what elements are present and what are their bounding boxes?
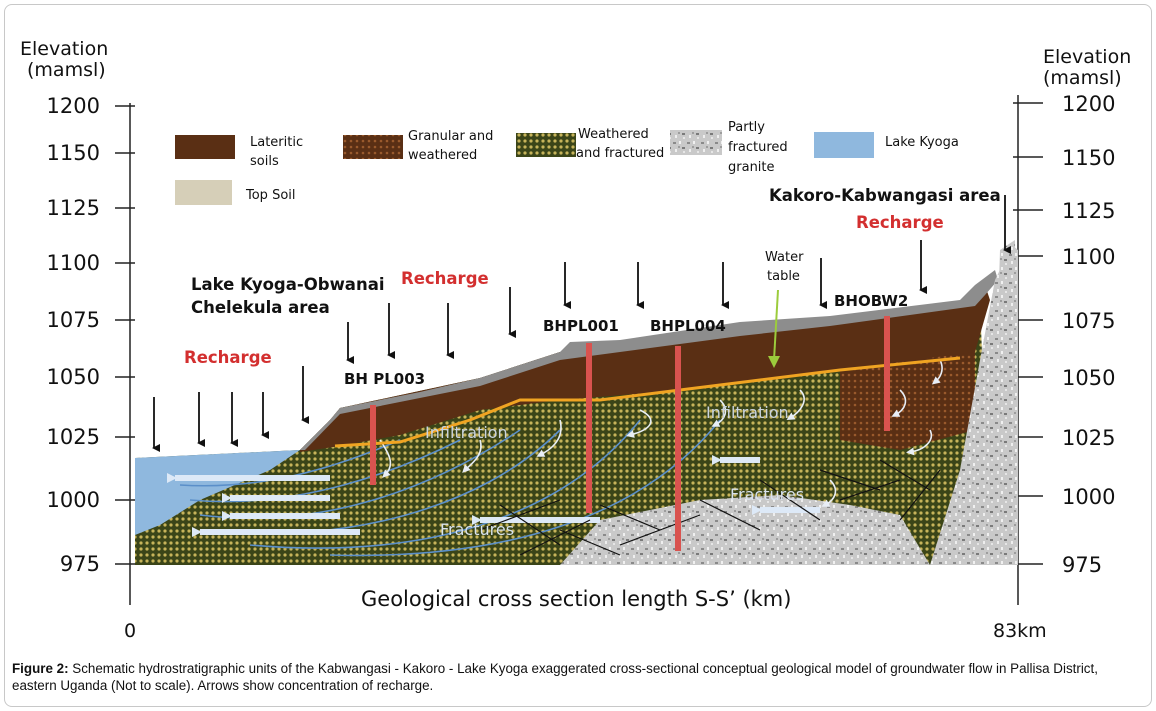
left-tick-1150: 1150: [47, 141, 100, 165]
legend-label-granular-2: weathered: [408, 148, 477, 163]
area-label-west-1: Lake Kyoga-Obwanai: [191, 275, 384, 294]
caption-label: Figure 2:: [12, 661, 69, 676]
right-axis-label-1: Elevation: [1043, 46, 1131, 68]
caption-text: Schematic hydrostratigraphic units of th…: [12, 661, 1098, 693]
borehole-label-bhpl001: BHPL001: [543, 317, 619, 335]
legend-label-granular-1: Granular and: [408, 129, 493, 144]
water-table-label-2: table: [767, 269, 800, 284]
legend-swatch-lateritic: [175, 135, 235, 159]
borehole-label-bhpl003: BH PL003: [344, 370, 425, 388]
x-axis-end: 83km: [993, 620, 1047, 642]
fractures-label-2: Fractures: [730, 485, 804, 504]
left-tick-975: 975: [60, 552, 100, 576]
borehole-bhobw2: [884, 316, 890, 431]
recharge-arrows: [152, 195, 1011, 452]
infiltration-arrows: [379, 359, 943, 507]
left-tick-1025: 1025: [47, 425, 100, 449]
borehole-bhpl001: [586, 343, 592, 513]
x-axis-start: 0: [124, 620, 136, 642]
water-table-label-1: Water: [765, 250, 804, 265]
legend-swatch-topsoil: [175, 180, 232, 205]
left-axis-label-1: Elevation: [20, 38, 108, 60]
right-axis-label-2: (mamsl): [1043, 67, 1122, 89]
left-axis: Elevation (mamsl) 1200 1150 1125 1100 10…: [20, 38, 135, 605]
boreholes: [370, 316, 890, 551]
borehole-bhpl003: [370, 405, 376, 485]
legend-label-lateritic-2: soils: [250, 154, 279, 169]
left-tick-1100: 1100: [47, 251, 100, 275]
recharge-label-2: Recharge: [401, 269, 489, 288]
left-tick-1200: 1200: [47, 94, 100, 118]
left-axis-label-2: (mamsl): [27, 59, 106, 81]
fractures-label-1: Fractures: [440, 520, 514, 539]
recharge-label-1: Recharge: [184, 348, 272, 367]
legend-swatch-weathered: [516, 133, 576, 157]
x-axis-label: Geological cross section length S-S’ (km…: [361, 587, 791, 611]
right-tick-1025: 1025: [1062, 426, 1115, 450]
right-tick-1200: 1200: [1062, 92, 1115, 116]
left-tick-1000: 1000: [47, 488, 100, 512]
legend-swatch-lake: [814, 132, 874, 158]
water-table-pointer: [773, 289, 779, 361]
figure-caption: Figure 2: Schematic hydrostratigraphic u…: [12, 660, 1142, 694]
lake-kyoga-body: [135, 450, 300, 535]
legend-label-lateritic-1: Lateritic: [250, 135, 303, 150]
area-label-east: Kakoro-Kabwangasi area: [769, 186, 1001, 205]
legend-swatch-granular: [343, 135, 403, 159]
left-tick-1125: 1125: [47, 196, 100, 220]
infiltration-label-2: Infiltration: [706, 403, 789, 422]
left-tick-1075: 1075: [47, 308, 100, 332]
infiltration-label-1: Infiltration: [425, 423, 508, 442]
recharge-label-3: Recharge: [856, 213, 944, 232]
flow-arrows: [167, 455, 820, 537]
legend-swatch-granite: [670, 130, 722, 155]
water-table-pointer-head: [768, 356, 780, 368]
legend-label-weathered-2: and fractured: [576, 146, 664, 161]
area-label-west-2: Chelekula area: [191, 298, 330, 317]
right-tick-975: 975: [1062, 553, 1102, 577]
right-tick-1150: 1150: [1062, 146, 1115, 170]
right-tick-1100: 1100: [1062, 245, 1115, 269]
water-table-line: [334, 356, 961, 448]
fracture-lines: [479, 459, 941, 556]
legend-label-lake: Lake Kyoga: [885, 135, 959, 150]
right-tick-1075: 1075: [1062, 309, 1115, 333]
borehole-label-bhobw2: BHOBW2: [834, 292, 908, 310]
right-tick-1050: 1050: [1062, 366, 1115, 390]
legend-label-granite-2: fractured: [728, 140, 788, 155]
borehole-label-bhpl004: BHPL004: [650, 317, 726, 335]
legend: Lateritic soils Granular and weathered W…: [175, 120, 959, 205]
right-axis: Elevation (mamsl) 1200 1150 1125 1100 10…: [1013, 46, 1131, 605]
right-tick-1000: 1000: [1062, 485, 1115, 509]
right-tick-1125: 1125: [1062, 199, 1115, 223]
legend-label-topsoil: Top Soil: [245, 188, 296, 203]
legend-label-granite-3: granite: [728, 160, 775, 175]
borehole-bhpl004: [675, 346, 681, 551]
legend-label-weathered-1: Weathered: [578, 127, 649, 142]
left-tick-1050: 1050: [47, 365, 100, 389]
legend-label-granite-1: Partly: [728, 120, 765, 135]
